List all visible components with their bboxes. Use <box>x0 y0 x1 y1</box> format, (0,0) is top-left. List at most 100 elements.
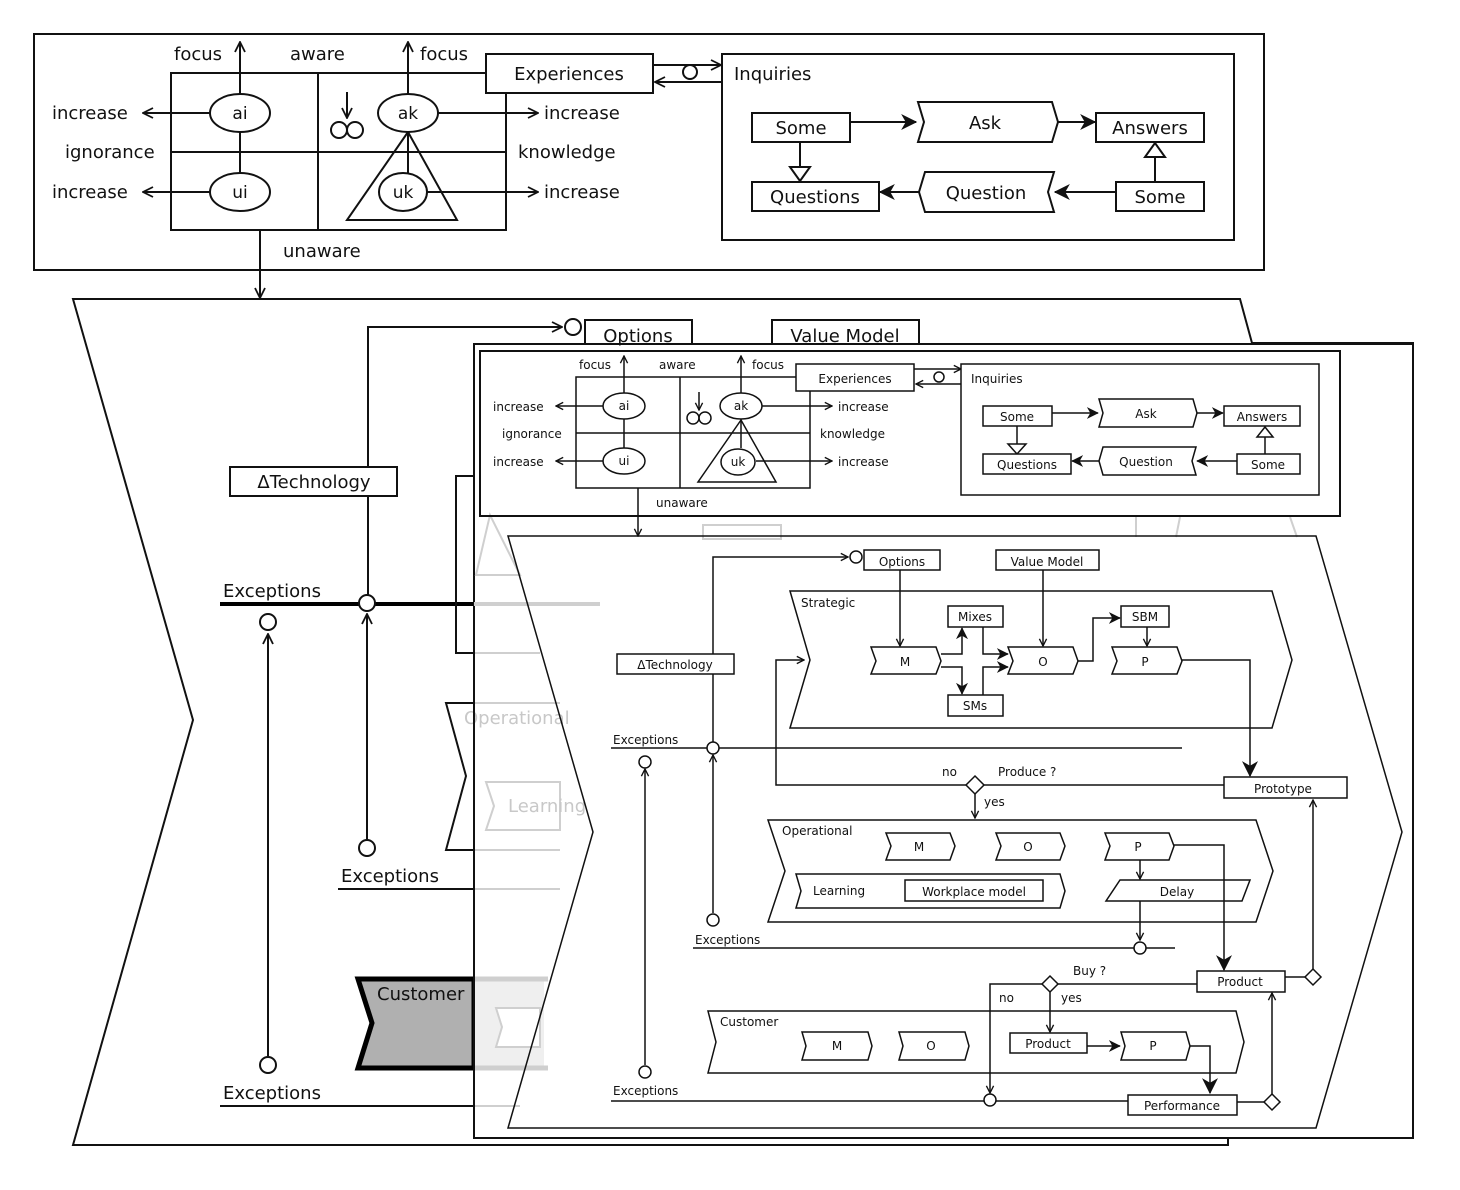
inner-answers-box[interactable] <box>1223 405 1301 427</box>
experiences-connector-circle <box>682 64 698 80</box>
options-box[interactable] <box>584 319 693 345</box>
operational-p-to-product-arrow <box>1174 844 1232 972</box>
node-ai[interactable] <box>209 93 271 133</box>
inner-value-model-box[interactable] <box>995 549 1100 571</box>
inner-generalization-down-icon <box>1006 443 1028 456</box>
inner-options-box[interactable] <box>863 549 941 571</box>
inner-experiences-box[interactable] <box>795 363 915 392</box>
faded-operational-label: Operational <box>464 708 570 729</box>
answers-box[interactable] <box>1095 112 1205 143</box>
inner-node-ui-label: ui <box>619 454 630 468</box>
inner-experiences-label: Experiences <box>818 372 891 386</box>
sbm-box[interactable] <box>1120 605 1170 628</box>
customer-chevron-selected[interactable] <box>354 976 477 1071</box>
operational-o-process[interactable] <box>994 832 1066 861</box>
buy-no-arrow <box>990 983 1042 1093</box>
exceptions-label-customer: Exceptions <box>223 1083 321 1104</box>
strategic-chevron[interactable] <box>788 590 1293 729</box>
customer-o-label: O <box>926 1039 935 1053</box>
generalization-down-icon <box>788 166 812 183</box>
inner-increase-label-ui: increase <box>493 455 544 469</box>
delta-technology-box[interactable] <box>229 466 398 497</box>
strategic-o-process[interactable] <box>1006 646 1079 675</box>
prototype-label: Prototype <box>1254 782 1312 796</box>
inner-chevron-shape <box>507 535 1403 1129</box>
product-feedback-diamond[interactable] <box>1303 967 1323 987</box>
ask-process[interactable] <box>916 101 1060 143</box>
product-top-label: Product <box>1217 975 1263 989</box>
customer-m-process[interactable] <box>801 1031 873 1061</box>
node-uk[interactable] <box>378 172 428 212</box>
inner-node-ui[interactable] <box>602 447 646 475</box>
inner-questions-label: Questions <box>997 458 1057 472</box>
workplace-model-label: Workplace model <box>922 885 1026 899</box>
inner-options-label: Options <box>879 555 925 569</box>
operational-chevron[interactable] <box>766 819 1274 923</box>
inner-some-bottom-label: Some <box>1251 458 1285 472</box>
sbm-label: SBM <box>1132 610 1158 624</box>
inner-inquiries-panel: Inquiries Some Ask Answers Questions Que… <box>960 363 1320 496</box>
inner-answers-label: Answers <box>1237 410 1287 424</box>
produce-decision-diamond[interactable] <box>964 774 986 796</box>
product-top-box[interactable] <box>1196 970 1286 993</box>
inner-node-uk[interactable] <box>720 448 756 476</box>
strategic-m-process[interactable] <box>869 646 942 675</box>
customer-product-box[interactable] <box>1009 1032 1088 1054</box>
customer-o-process[interactable] <box>898 1031 970 1061</box>
customer-inner-chevron[interactable] <box>707 1010 1245 1074</box>
inner-delta-technology-box[interactable] <box>616 653 735 675</box>
node-ui[interactable] <box>209 172 271 212</box>
some-top-box[interactable] <box>751 112 851 143</box>
inner-node-uk-label: uk <box>731 455 746 469</box>
m-to-mixes-arrow <box>941 627 968 655</box>
delta-technology-label: ΔTechnology <box>257 472 370 493</box>
inner-ignorance-label: ignorance <box>502 427 562 441</box>
mixes-label: Mixes <box>958 610 992 624</box>
some-bottom-box[interactable] <box>1115 181 1205 212</box>
faded-line-b <box>1289 516 1298 538</box>
increase-label-ui: increase <box>52 182 128 203</box>
exceptions-junction-circle <box>358 594 376 612</box>
delay-exceptions-circle <box>1133 941 1147 955</box>
inner-focus-label-left: focus <box>579 358 611 372</box>
inner-some-bottom-box[interactable] <box>1236 453 1301 475</box>
mixes-box[interactable] <box>947 605 1004 628</box>
aware-label: aware <box>290 44 345 65</box>
node-ak[interactable] <box>377 93 439 133</box>
inner-knowledge-panel <box>479 350 1341 517</box>
questions-box[interactable] <box>751 181 880 212</box>
inner-delta-technology-label: ΔTechnology <box>637 658 712 672</box>
sms-to-o-arrow <box>982 661 1009 695</box>
workplace-model-box[interactable] <box>904 879 1044 902</box>
inner-node-ak[interactable] <box>719 392 763 420</box>
options-label: Options <box>603 326 672 347</box>
operational-m-process[interactable] <box>884 832 956 861</box>
p-to-performance-arrow <box>1190 1045 1218 1095</box>
experiences-box[interactable] <box>485 53 654 94</box>
strategic-p-process[interactable] <box>1110 646 1183 675</box>
sms-box[interactable] <box>947 694 1004 717</box>
options-connector-circle <box>564 318 582 336</box>
performance-feedback-diamond[interactable] <box>1262 1092 1282 1112</box>
node-ui-label: ui <box>232 183 248 203</box>
some-bottom-label: Some <box>1134 187 1185 208</box>
operational-p-process[interactable] <box>1103 832 1175 861</box>
inner-questions-box[interactable] <box>982 453 1072 475</box>
faded-learning-label: Learning <box>508 796 586 817</box>
customer-lane: Customer M O Product P <box>707 1010 1245 1095</box>
inner-node-ai-label: ai <box>619 399 630 413</box>
prototype-box[interactable] <box>1223 776 1348 799</box>
inner-ask-process[interactable] <box>1098 398 1198 428</box>
inner-knowledge-label: knowledge <box>820 427 885 441</box>
customer-p-process[interactable] <box>1120 1031 1191 1061</box>
strategic-p-label: P <box>1141 655 1148 669</box>
faded-customer-inner-chevron <box>494 1007 541 1048</box>
performance-box[interactable] <box>1127 1094 1238 1116</box>
buy-decision-diamond[interactable] <box>1040 974 1060 994</box>
knowledge-triangle <box>345 130 459 221</box>
ask-label: Ask <box>969 113 1002 134</box>
inner-node-ai[interactable] <box>602 392 646 420</box>
unaware-label: unaware <box>283 241 361 262</box>
delay-box[interactable] <box>1104 879 1252 902</box>
inner-exceptions-label-strategic: Exceptions <box>613 733 678 747</box>
